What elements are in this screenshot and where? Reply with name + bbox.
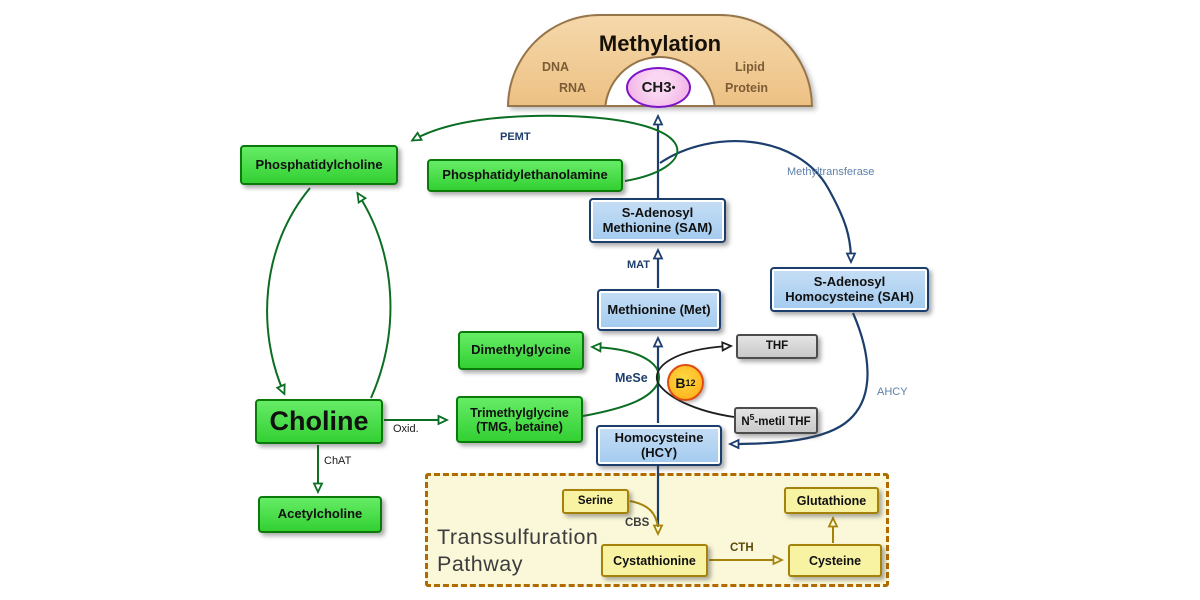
node-n5-methyl-thf: N5-metil THF — [734, 407, 818, 434]
enzyme-chat: ChAT — [324, 455, 352, 467]
enzyme-pemt: PEMT — [500, 131, 531, 143]
n5-post: -metil THF — [754, 415, 811, 428]
node-trimethylglycine: Trimethylglycine (TMG, betaine) — [456, 396, 583, 443]
node-label: Glutathione — [796, 493, 867, 508]
node-dimethylglycine: Dimethylglycine — [458, 331, 584, 370]
node-acetylcholine: Acetylcholine — [258, 496, 382, 533]
arch-label-lipid: Lipid — [735, 60, 765, 74]
enzyme-ahcy: AHCY — [877, 386, 908, 398]
node-label: Acetylcholine — [277, 506, 363, 522]
arch-label-protein: Protein — [725, 81, 769, 95]
node-methionine: Methionine (Met) — [597, 289, 721, 331]
transsulfuration-title: Transsulfuration Pathway — [437, 525, 599, 576]
b12-label: B — [675, 374, 686, 391]
node-label: S-Adenosyl Methionine (SAM) — [602, 204, 713, 235]
node-label: Dimethylglycine — [471, 342, 571, 358]
node-cysteine: Cysteine — [788, 544, 882, 577]
arch-title: Methylation — [598, 31, 722, 56]
node-label: Methionine (Met) — [607, 301, 711, 317]
ch3-number: 3 — [663, 79, 672, 96]
n5-sup: 5 — [749, 411, 755, 422]
n5-pre: N — [741, 415, 750, 428]
node-label: Choline — [269, 406, 369, 437]
node-cystathionine: Cystathionine — [601, 544, 708, 577]
node-label: THF — [765, 340, 789, 353]
node-phosphatidylethanolamine: Phosphatidylethanolamine — [427, 159, 623, 192]
node-label: Trimethylglycine (TMG, betaine) — [470, 405, 569, 434]
node-thf: THF — [736, 334, 818, 359]
enzyme-oxid: Oxid. — [393, 423, 419, 435]
node-choline: Choline — [255, 399, 383, 444]
node-label: Homocysteine (HCY) — [614, 429, 704, 460]
node-sah: S-Adenosyl Homocysteine (SAH) — [770, 267, 929, 312]
node-homocysteine: Homocysteine (HCY) — [596, 425, 722, 466]
arch-label-rna: RNA — [559, 81, 587, 95]
node-phosphatidylcholine: Phosphatidylcholine — [240, 145, 398, 185]
arch-label-dna: DNA — [542, 60, 570, 74]
ch3-text: CH — [641, 79, 664, 96]
enzyme-mese: MeSe — [615, 371, 648, 385]
enzyme-methyltransferase: Methyltransferase — [787, 166, 875, 178]
enzyme-mat: MAT — [627, 259, 651, 271]
b12-subscript: 12 — [685, 377, 696, 388]
node-label: N5-metil THF — [741, 411, 811, 429]
node-label: Phosphatidylcholine — [255, 156, 383, 172]
node-label: Cystathionine — [613, 553, 696, 568]
node-serine: Serine — [562, 489, 629, 514]
ch3-radical-dot: • — [671, 81, 676, 94]
node-label: Serine — [577, 495, 614, 508]
node-label: Phosphatidylethanolamine — [442, 167, 608, 183]
node-label: S-Adenosyl Homocysteine (SAH) — [785, 273, 914, 304]
node-label: Cysteine — [808, 553, 862, 568]
node-glutathione: Glutathione — [784, 487, 879, 514]
enzyme-cbs: CBS — [625, 517, 650, 529]
node-sam: S-Adenosyl Methionine (SAM) — [589, 198, 726, 243]
enzyme-cth: CTH — [730, 542, 754, 554]
